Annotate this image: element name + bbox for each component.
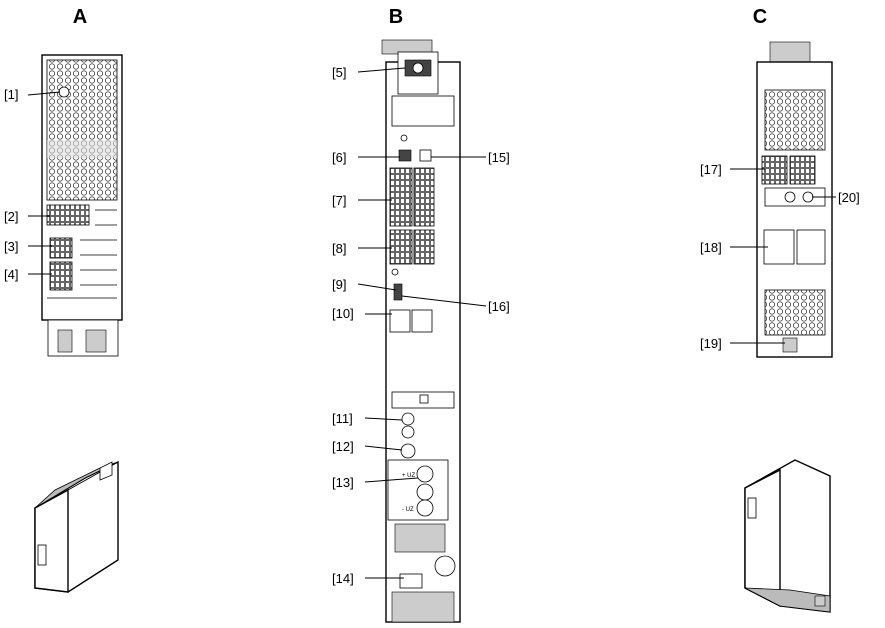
callouts-a: [1] [2] [3] [4] — [4, 87, 61, 282]
callout-9: [9] — [332, 277, 346, 292]
callout-6: [6] — [332, 150, 346, 165]
device-a-front — [41, 54, 123, 357]
callout-14: [14] — [332, 571, 354, 586]
ground-terminal-19 — [782, 337, 798, 353]
connector-20 — [802, 191, 814, 203]
terminal-block — [46, 204, 90, 226]
connector-6 — [398, 149, 412, 162]
device-b-front: + UZ - UZ — [381, 39, 461, 623]
uz-plus-label: + UZ — [402, 473, 416, 479]
screw-icon — [58, 86, 70, 98]
callout-8: [8] — [332, 241, 346, 256]
callout-16: [16] — [488, 299, 510, 314]
callout-18: [18] — [700, 240, 722, 255]
device-c-isometric — [744, 459, 831, 613]
callout-19: [19] — [700, 336, 722, 351]
led-15 — [419, 149, 432, 162]
callout-7: [7] — [332, 193, 346, 208]
switch-9 — [393, 283, 403, 301]
callout-20: [20] — [838, 190, 860, 205]
view-a: A [1] [2] [3] [4] — [4, 6, 123, 593]
view-c-title: C — [753, 6, 767, 28]
callout-2: [2] — [4, 209, 18, 224]
callouts-c: [17] [18] [19] [20] — [700, 162, 860, 351]
view-c: C [17] [18] [19] [20] — [700, 6, 860, 613]
callout-3: [3] — [4, 239, 18, 254]
device-c-front — [756, 41, 833, 358]
callout-10: [10] — [332, 306, 354, 321]
callout-13: [13] — [332, 475, 354, 490]
callout-1: [1] — [4, 87, 18, 102]
view-b-title: B — [389, 6, 403, 28]
callout-5: [5] — [332, 65, 346, 80]
uz-minus-label: - UZ — [402, 507, 414, 513]
device-a-isometric — [34, 460, 119, 593]
terminal-18 — [763, 229, 795, 265]
callout-17: [17] — [700, 162, 722, 177]
callout-4: [4] — [4, 267, 18, 282]
view-b: B + UZ — [332, 6, 510, 623]
terminal-17 — [761, 155, 788, 185]
view-a-title: A — [73, 6, 87, 28]
ground-screw-icon — [400, 443, 416, 459]
connector-14 — [399, 573, 423, 589]
callout-15: [15] — [488, 150, 510, 165]
callouts-b: [5] [6] [7] [8] [9] [10] [11] [12] [13] … — [332, 65, 510, 586]
callout-12: [12] — [332, 439, 354, 454]
callout-11: [11] — [332, 411, 353, 426]
